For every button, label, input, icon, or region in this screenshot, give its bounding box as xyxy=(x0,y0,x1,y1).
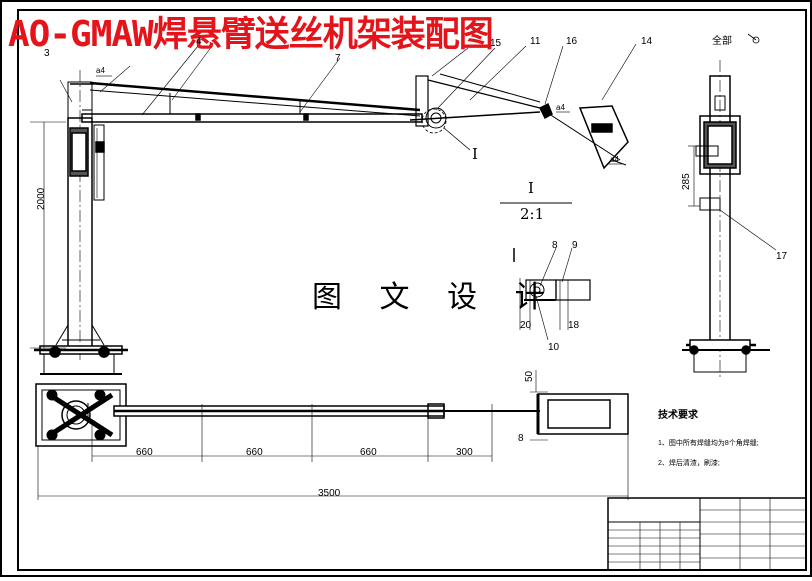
top-view xyxy=(35,370,629,500)
dim-18: 18 xyxy=(568,320,580,331)
weld-symbol-3: a4 xyxy=(610,155,619,164)
balloon-14: 14 xyxy=(641,36,653,47)
title-block xyxy=(607,497,807,571)
wire-feeder xyxy=(578,105,629,170)
balloon-8: 8 xyxy=(552,240,558,251)
balloon-3: 3 xyxy=(44,48,50,59)
balloon-4: 4 xyxy=(196,36,202,47)
balloon-11: 11 xyxy=(530,36,541,47)
balloon-17: 17 xyxy=(776,251,788,262)
detail-view xyxy=(500,202,591,341)
dim-20: 20 xyxy=(520,320,532,331)
dim-total: 3500 xyxy=(318,488,341,499)
balloon-10: 10 xyxy=(548,342,560,353)
boom-arm xyxy=(81,113,423,123)
dim-height: 2000 xyxy=(36,187,47,210)
balloon-16: 16 xyxy=(566,36,578,47)
dim-offset-8: 8 xyxy=(518,433,524,444)
detail-scale: 2:1 xyxy=(520,205,545,223)
dim-offset-50: 50 xyxy=(524,370,535,382)
drawing-title: AO-GMAW焊悬臂送丝机架装配图 xyxy=(8,14,494,55)
balloon-15: 15 xyxy=(490,38,502,49)
tech-requirements-heading: 技术要求 xyxy=(658,410,698,421)
tension-rod xyxy=(89,81,421,112)
side-view xyxy=(682,33,777,380)
weld-symbol-2: a4 xyxy=(556,103,565,112)
weld-symbol-1: a4 xyxy=(96,66,105,75)
design-watermark: 图 文 设 计 xyxy=(312,280,559,315)
tech-requirement-1: 1、图中所有焊缝均为8个角焊缝; xyxy=(658,440,759,447)
balloon-9: 9 xyxy=(572,240,578,251)
inner-border xyxy=(17,9,807,571)
dim-side-height: 285 xyxy=(681,173,692,190)
detail-callout: I xyxy=(472,145,478,163)
roughness-all-label: 全部 xyxy=(712,36,732,47)
dim-span-4: 300 xyxy=(456,447,473,458)
tech-requirement-2: 2、焊后清渣，刷漆; xyxy=(658,460,720,467)
dim-span-2: 660 xyxy=(246,447,263,458)
balloon-7: 7 xyxy=(335,53,341,64)
dim-span-1: 660 xyxy=(136,447,153,458)
dim-span-3: 660 xyxy=(360,447,377,458)
front-view xyxy=(30,43,637,375)
detail-label: I xyxy=(528,179,534,197)
